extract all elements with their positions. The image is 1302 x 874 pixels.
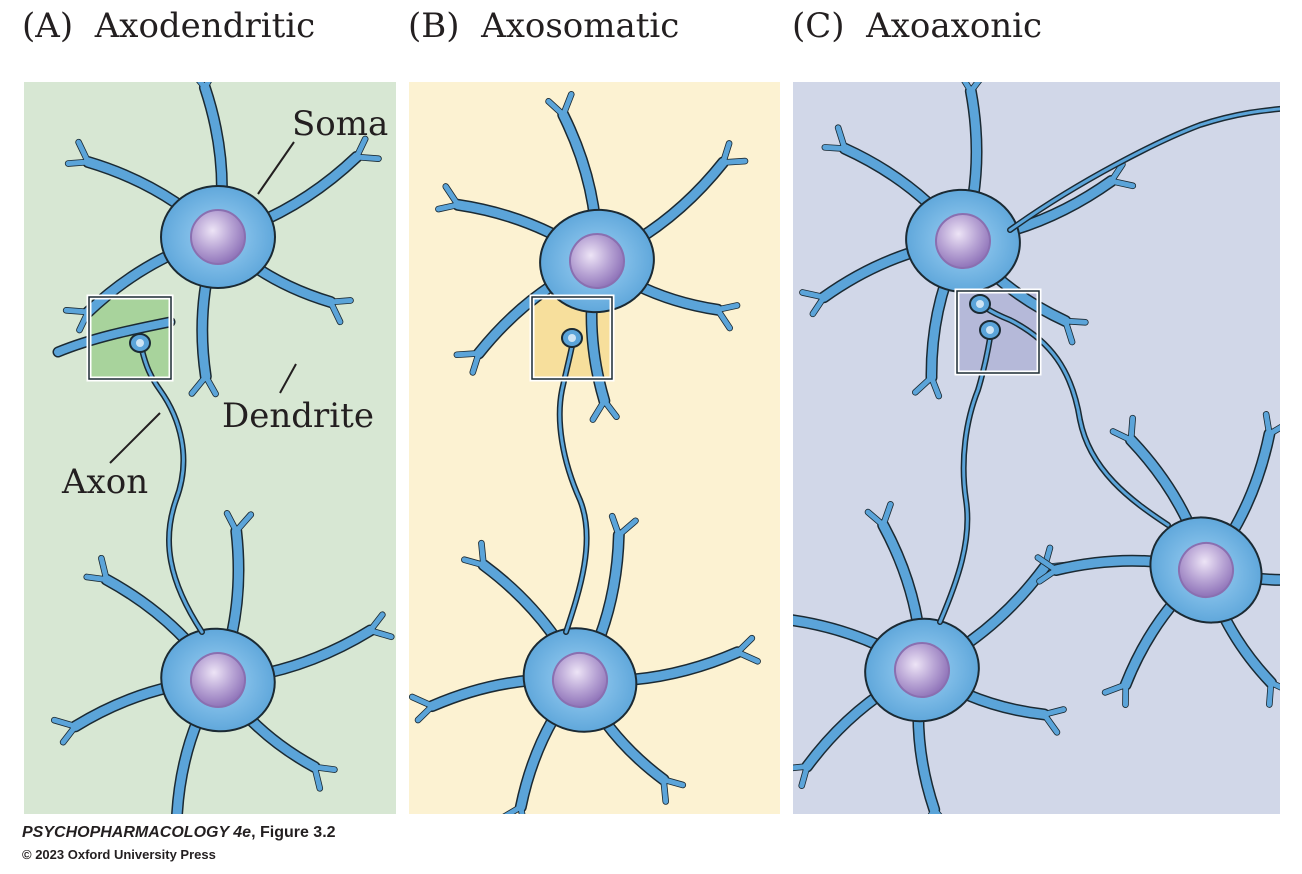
axon-terminal-c2 (969, 294, 991, 314)
neuron-upper-a (62, 82, 382, 398)
neuron-upper-b (435, 91, 749, 423)
axon-leader-line (109, 412, 161, 464)
figure-number: , Figure 3.2 (251, 824, 336, 841)
synapse-box-a-outline (88, 296, 172, 380)
panel-a-letter: (A) (22, 6, 74, 46)
panel-b-title: (B) Axosomatic (408, 6, 679, 46)
neuron-upper-c (799, 82, 1137, 400)
axon-c-presynaptic (983, 305, 1171, 528)
panel-c-drawing (793, 82, 1280, 814)
panel-b-drawing (409, 91, 761, 814)
soma-leader-line (257, 141, 295, 195)
axon-terminal-c1 (979, 320, 1001, 340)
soma-label: Soma (292, 104, 388, 144)
panel-b-name: Axosomatic (481, 6, 680, 46)
panel-c-name: Axoaxonic (866, 6, 1043, 46)
neuron-lower-c (793, 501, 1070, 814)
book-title: PSYCHOPHARMACOLOGY 4e (22, 824, 252, 841)
copyright: © 2023 Oxford University Press (22, 847, 216, 862)
axon-b (556, 343, 590, 635)
axon-c-long (1007, 105, 1280, 233)
dendrite-a (52, 316, 176, 358)
panel-c-letter: (C) (792, 6, 845, 46)
neuron-lower-a (50, 510, 395, 814)
figure-credit: PSYCHOPHARMACOLOGY 4e, Figure 3.2 (22, 824, 336, 842)
axon-terminal-a (129, 333, 151, 353)
panel-a-title: (A) Axodendritic (22, 6, 315, 46)
axon-c-main (937, 335, 993, 625)
panel-b-letter: (B) (408, 6, 460, 46)
synapse-box-c-outline (956, 290, 1040, 374)
synapse-box-b-outline (531, 296, 613, 380)
dendrite-leader-line (279, 363, 297, 394)
panel-a-drawing (50, 82, 395, 814)
panel-a-name: Axodendritic (94, 6, 316, 46)
panel-c-title: (C) Axoaxonic (792, 6, 1042, 46)
neuron-right-c (1034, 411, 1280, 708)
axon-terminal-b (561, 328, 583, 348)
neuron-lower-b (409, 512, 761, 814)
dendrite-label: Dendrite (222, 396, 374, 436)
axon-label: Axon (61, 462, 148, 502)
